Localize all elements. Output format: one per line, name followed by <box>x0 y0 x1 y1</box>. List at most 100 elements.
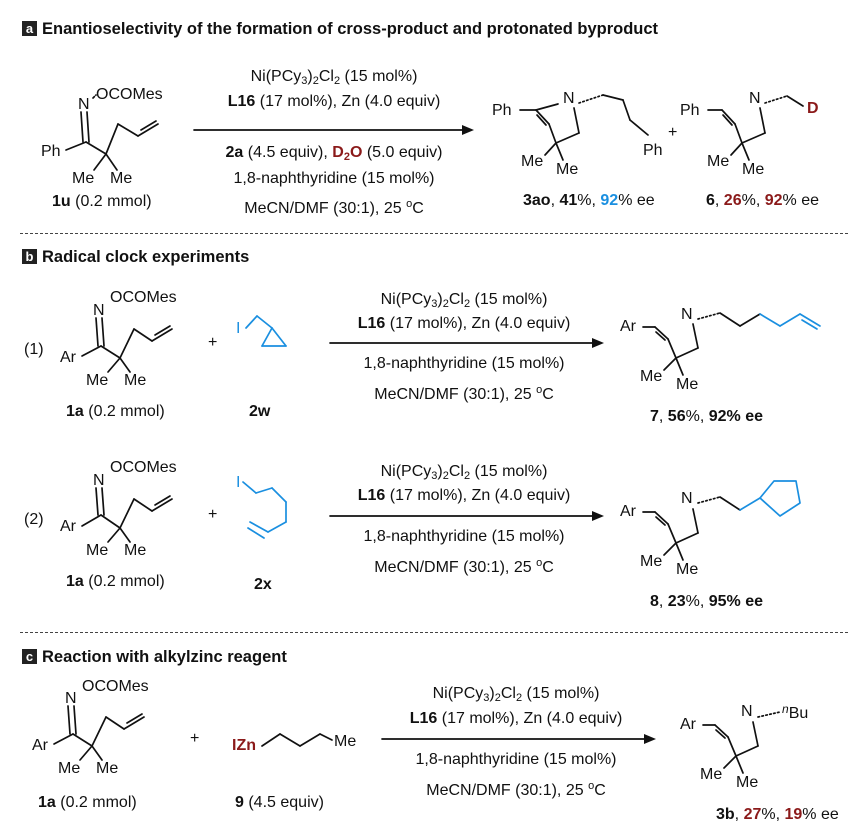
ocomes-label: OCOMes <box>110 459 177 476</box>
product-3b-bonds <box>702 711 781 774</box>
methyl-label: Me <box>556 161 579 178</box>
reagent-9-label: 9 (4.5 equiv) <box>235 794 324 811</box>
section-b-tag: b <box>22 249 37 264</box>
methyl-label: Me <box>72 170 95 187</box>
ocomes-label: OCOMes <box>82 678 149 695</box>
condition-ligand: L16 (17 mol%), Zn (4.0 equiv) <box>357 315 571 332</box>
substrate-1a-label: 1a (0.2 mmol) <box>66 573 165 590</box>
product-n-label: N <box>749 90 761 107</box>
section-c-tag: c <box>22 649 37 664</box>
divider <box>20 233 848 234</box>
product-ph-label: Ph <box>492 102 512 119</box>
condition-catalyst: Ni(PCy3)2Cl2 (15 mol%) <box>380 463 548 482</box>
reagent-2w-bonds <box>245 315 287 347</box>
methyl-label: Me <box>124 542 147 559</box>
reagent-2w-label: 2w <box>249 403 271 420</box>
section-a-tag: a <box>22 21 37 36</box>
plus-sign: + <box>208 334 218 351</box>
condition-solvent: MeCN/DMF (30:1), 25 oC <box>374 557 554 576</box>
methyl-label: Me <box>96 760 119 777</box>
substrate-1a-c-bonds <box>53 705 145 761</box>
aryl-label: Ar <box>620 503 636 520</box>
aryl-label: Ar <box>60 518 76 535</box>
aryl-label: Ar <box>32 737 48 754</box>
plus-sign: + <box>208 506 218 523</box>
methyl-label: Me <box>334 733 357 750</box>
experiment-2-label: (2) <box>24 511 44 528</box>
methyl-label: Me <box>640 553 663 570</box>
aryl-label: Ar <box>620 318 636 335</box>
product-tail-ph-label: Ph <box>643 142 663 159</box>
iodo-label: I <box>236 320 241 337</box>
substrate-1a-label: 1a (0.2 mmol) <box>66 403 165 420</box>
iodo-label: I <box>236 474 241 491</box>
phenyl-label: Ph <box>41 143 61 160</box>
imine-n-label: N <box>78 96 90 113</box>
condition-additive: 1,8-naphthyridine (15 mol%) <box>233 170 435 187</box>
methyl-label: Me <box>86 542 109 559</box>
reagent-2x-label: 2x <box>254 576 272 593</box>
condition-solvent: MeCN/DMF (30:1), 25 oC <box>244 198 424 217</box>
condition-catalyst: Ni(PCy3)2Cl2 (15 mol%) <box>250 68 418 87</box>
product-n-label: N <box>741 703 753 720</box>
product-6-result: 6, 26%, 92% ee <box>706 192 819 209</box>
deuterium-label: D <box>807 100 819 117</box>
methyl-label: Me <box>58 760 81 777</box>
product-ph-label: Ph <box>680 102 700 119</box>
substrate-1u-label: 1u (0.2 mmol) <box>52 193 152 210</box>
product-3b-result: 3b, 27%, 19% ee <box>716 806 839 823</box>
condition-additive: 1,8-naphthyridine (15 mol%) <box>363 528 565 545</box>
aryl-label: Ar <box>680 716 696 733</box>
product-n-label: N <box>563 90 575 107</box>
aryl-label: Ar <box>60 349 76 366</box>
condition-solvent: MeCN/DMF (30:1), 25 oC <box>374 384 554 403</box>
imine-n-label: N <box>65 690 77 707</box>
substrate-1a-exp1-bonds <box>81 317 173 373</box>
condition-catalyst: Ni(PCy3)2Cl2 (15 mol%) <box>432 685 600 704</box>
experiment-1-label: (1) <box>24 341 44 358</box>
product-n-label: N <box>681 490 693 507</box>
condition-ligand: L16 (17 mol%), Zn (4.0 equiv) <box>227 93 441 110</box>
product-n-label: N <box>681 306 693 323</box>
condition-solvent: MeCN/DMF (30:1), 25 oC <box>426 780 606 799</box>
methyl-label: Me <box>86 372 109 389</box>
product-8-result: 8, 23%, 95% ee <box>650 593 763 610</box>
imine-n-label: N <box>93 472 105 489</box>
ocomes-label: OCOMes <box>110 289 177 306</box>
condition-additive: 1,8-naphthyridine (15 mol%) <box>363 355 565 372</box>
methyl-label: Me <box>707 153 730 170</box>
substrate-1a-exp2-bonds <box>81 487 173 543</box>
ocomes-label: OCOMes <box>96 86 163 103</box>
methyl-label: Me <box>124 372 147 389</box>
methyl-label: Me <box>640 368 663 385</box>
imine-n-label: N <box>93 302 105 319</box>
substrate-1a-label: 1a (0.2 mmol) <box>38 794 137 811</box>
methyl-label: Me <box>736 774 759 791</box>
product-8-bonds <box>642 480 801 561</box>
plus-sign: + <box>190 730 200 747</box>
izn-label: IZn <box>232 737 256 754</box>
methyl-label: Me <box>521 153 544 170</box>
condition-reagent: 2a (4.5 equiv), D2O (5.0 equiv) <box>225 144 443 163</box>
condition-additive: 1,8-naphthyridine (15 mol%) <box>415 751 617 768</box>
plus-sign: + <box>668 124 678 141</box>
reagent-9-bonds <box>261 733 333 747</box>
methyl-label: Me <box>742 161 765 178</box>
methyl-label: Me <box>676 561 699 578</box>
methyl-label: Me <box>700 766 723 783</box>
condition-catalyst: Ni(PCy3)2Cl2 (15 mol%) <box>380 291 548 310</box>
divider <box>20 632 848 633</box>
condition-ligand: L16 (17 mol%), Zn (4.0 equiv) <box>357 487 571 504</box>
product-6-bonds <box>707 95 804 161</box>
product-7-bonds <box>642 312 821 376</box>
reagent-2x-bonds <box>242 481 287 539</box>
methyl-label: Me <box>110 170 133 187</box>
product-3ao-result: 3ao, 41%, 92% ee <box>523 192 655 209</box>
butyl-label: nBu <box>782 702 809 722</box>
methyl-label: Me <box>676 376 699 393</box>
product-7-result: 7, 56%, 92% ee <box>650 408 763 425</box>
substrate-1u-bonds <box>65 94 159 171</box>
